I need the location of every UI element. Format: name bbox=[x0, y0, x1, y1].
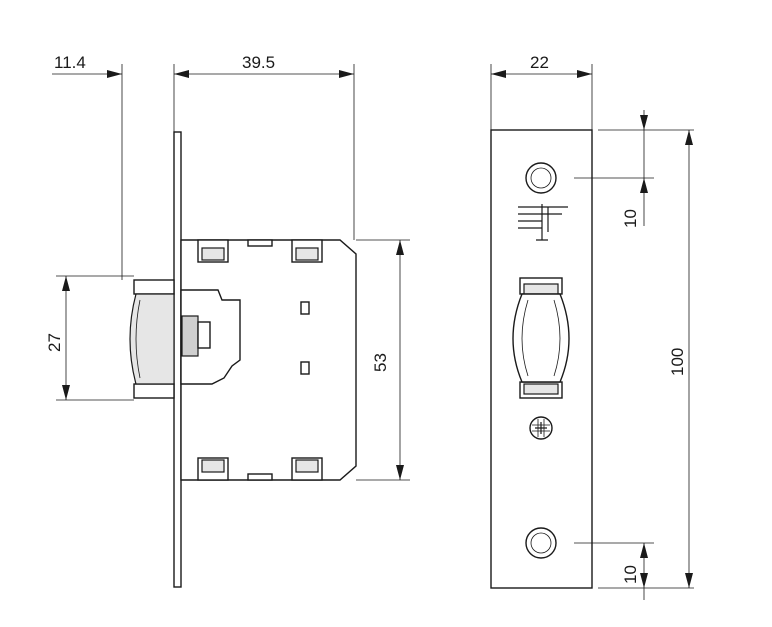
dim-label-hole-offset-bottom: 10 bbox=[621, 565, 640, 584]
side-bottom-tabs bbox=[197, 457, 323, 481]
dim-label-body-depth: 39.5 bbox=[242, 53, 275, 72]
side-latch-roller bbox=[129, 279, 175, 399]
adjustment-screw-icon bbox=[529, 416, 553, 440]
dim-body-height: 53 bbox=[371, 240, 404, 480]
dim-faceplate-offset: 11.4 bbox=[52, 53, 189, 78]
dim-label-hole-offset-top: 10 bbox=[621, 209, 640, 228]
dim-label-faceplate-offset: 11.4 bbox=[54, 53, 86, 72]
side-view: 11.4 39.5 27 53 bbox=[45, 53, 410, 588]
side-slot-lower bbox=[300, 361, 310, 375]
brand-logo-icon bbox=[518, 204, 568, 241]
dim-label-body-height: 53 bbox=[371, 353, 390, 372]
dim-latch-height: 27 bbox=[45, 276, 70, 400]
dim-plate-height: 100 bbox=[668, 130, 693, 588]
dim-body-depth: 39.5 bbox=[174, 53, 354, 78]
dim-label-latch-height: 27 bbox=[45, 333, 64, 352]
dim-label-plate-height: 100 bbox=[668, 348, 687, 376]
side-latch-stem bbox=[181, 315, 199, 357]
dim-plate-width: 22 bbox=[491, 53, 592, 78]
top-screw-hole bbox=[525, 162, 557, 194]
side-slot-upper bbox=[300, 301, 310, 315]
side-top-tabs bbox=[197, 239, 323, 263]
side-latch-pin bbox=[197, 321, 211, 349]
front-latch-roller bbox=[512, 277, 570, 399]
side-faceplate bbox=[173, 131, 182, 588]
dim-hole-offset-top: 10 bbox=[621, 110, 648, 228]
bottom-screw-hole bbox=[525, 527, 557, 559]
dim-label-plate-width: 22 bbox=[530, 53, 549, 72]
front-view: 22 10 100 10 bbox=[490, 53, 694, 600]
dim-hole-offset-bottom: 10 bbox=[621, 543, 648, 600]
